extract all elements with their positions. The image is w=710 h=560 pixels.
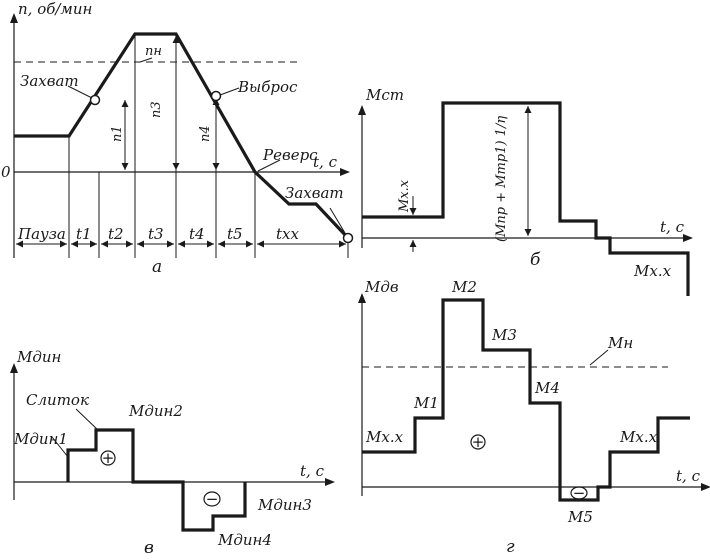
panel-a-y-axis-label: n, об/мин [18, 0, 92, 18]
panel-v-mdin1-label: Mдин1 [13, 430, 68, 448]
panel-a-interval-t4: t4 [189, 225, 205, 243]
panel-g-mxx-left-label: Mх.х [365, 428, 404, 446]
panel-a-capture2-label: Захват [285, 184, 344, 202]
panel-a-reverse-label: Реверс [262, 146, 318, 164]
panel-a-interval-t1: t1 [76, 225, 92, 243]
panel-a-capture2-point [342, 232, 354, 244]
panel-v-dynamic-torque: + − Mдин t, с Слиток Mдин1 Mдин2 Mдин3 M… [10, 348, 335, 558]
panel-v-minus-sign: − [206, 490, 219, 508]
panel-g-mxx-right-label: Mх.х [619, 428, 658, 446]
panel-g-x-axis-label: t, с [676, 467, 701, 485]
panel-a-n3-label: n3 [149, 101, 164, 118]
panel-v-mdin2-label: Mдин2 [128, 402, 183, 420]
panel-v-mdin4-label: Mдин4 [217, 531, 272, 549]
panel-v-caption: в [144, 538, 154, 558]
panel-g-m3-label: M3 [491, 326, 517, 344]
panel-b-x-axis-label: t, с [660, 218, 685, 236]
panel-a-caption: а [152, 257, 162, 277]
panel-v-minus-circle [203, 491, 221, 507]
panel-a-interval-t2: t2 [108, 225, 124, 243]
panel-a-speed-curve [14, 32, 350, 240]
panel-a-speed-diagram: n, об/мин t, с 0 nн n1 n3 n4 Захват Выбр… [1, 0, 354, 277]
panel-g-plus-circle [470, 434, 486, 450]
panel-a-capture-point [89, 94, 101, 106]
panel-a-interval-t5: t5 [227, 225, 243, 243]
panel-a-x-axis-label: t, с [313, 153, 338, 171]
panel-g-m4-label: M4 [534, 379, 560, 397]
panel-g-plus-sign: + [472, 433, 485, 451]
panel-b-formula: (Mпр + Mтр1) 1/η [494, 116, 509, 242]
panel-g-minus-sign: − [573, 484, 586, 502]
panel-g-m2-label: M2 [451, 278, 477, 296]
panel-a-throw-label: Выброс [237, 78, 298, 96]
panel-a-n4-label: n4 [198, 125, 213, 142]
panel-a-zero-label: 0 [1, 163, 11, 181]
panel-a-interval-txx: tхх [276, 225, 299, 243]
panel-a-throw-point [210, 90, 222, 102]
panel-g-torque-curve [362, 298, 690, 502]
panel-v-plus-sign: + [102, 449, 115, 467]
panel-a-n1-label: n1 [110, 125, 125, 142]
panel-a-rated-speed-label: nн [145, 44, 162, 59]
panel-a-interval-t3: t3 [148, 225, 164, 243]
panel-g-m1-label: M1 [413, 394, 439, 412]
panel-v-x-axis-label: t, с [300, 462, 325, 480]
panel-b-caption: б [530, 250, 541, 270]
panel-v-y-axis-label: Mдин [16, 348, 61, 366]
panel-b-idle-label: Mх.х [397, 179, 412, 213]
panel-v-torque-curve [66, 428, 247, 532]
panel-g-motor-torque: + − Mдв t, с Mн Mх.х M1 M2 M3 M4 M5 Mх.х… [358, 278, 710, 557]
panel-g-minus-circle [570, 486, 588, 500]
panel-b-y-axis-label: Mст [365, 86, 404, 104]
panel-g-y-axis-label: Mдв [364, 278, 399, 296]
panel-v-plus-circle [100, 450, 116, 466]
panel-a-interval-pause: Пауза [17, 225, 66, 243]
panel-g-m5-label: M5 [567, 508, 593, 526]
panel-g-rated-label: Mн [607, 334, 633, 352]
panel-b-idle-label-bottom: Mх.х [633, 262, 672, 280]
panel-b-torque-curve [362, 101, 690, 296]
panel-v-mdin3-label: Mдин3 [257, 496, 312, 514]
panel-v-ingot-label: Слиток [26, 391, 89, 409]
panel-g-caption: г [506, 537, 515, 557]
panel-a-capture-label: Захват [20, 72, 79, 90]
panel-b-static-torque: Mст t, с Mх.х (Mпр + Mтр1) 1/η Mх.х б [358, 86, 693, 296]
